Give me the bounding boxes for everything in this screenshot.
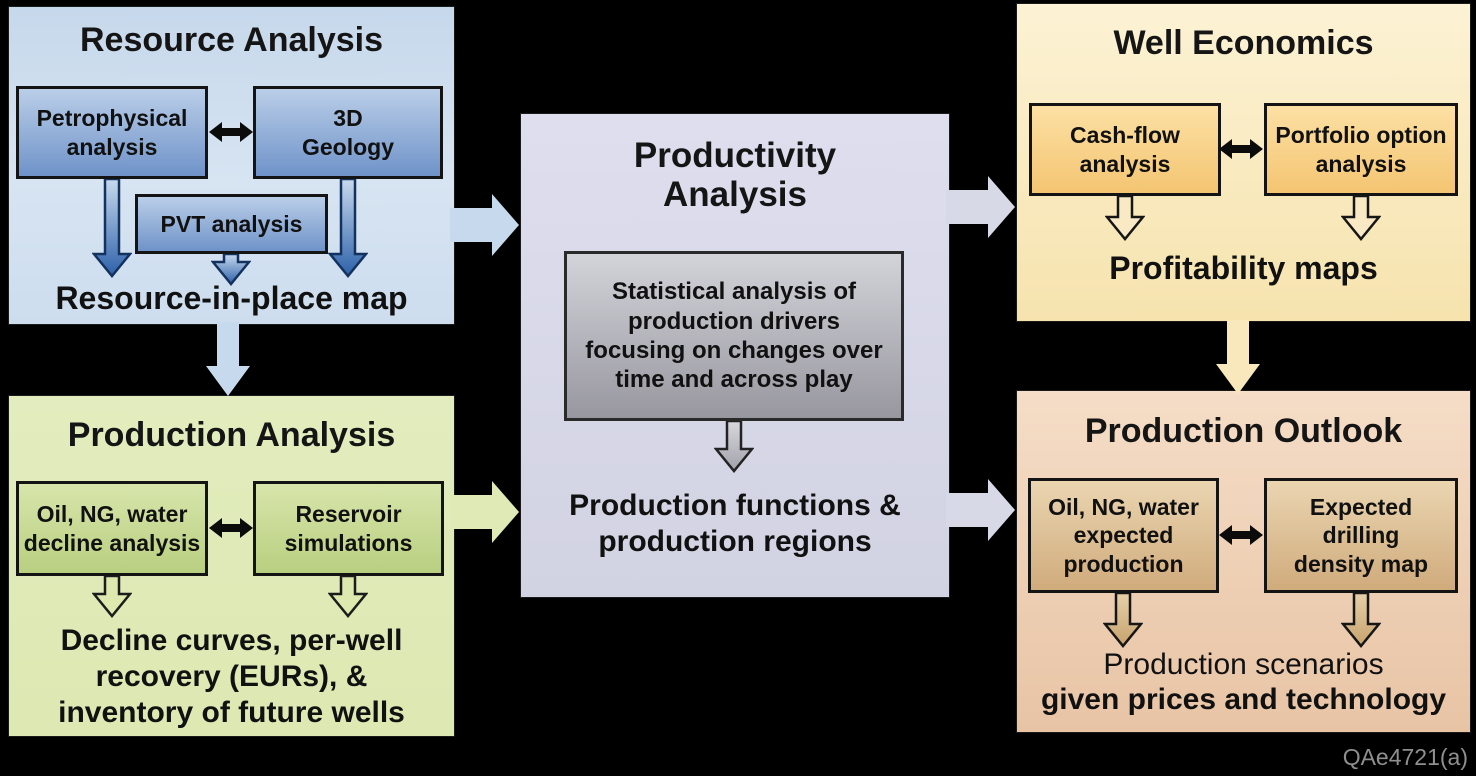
reservoir-simulations-box: Reservoir simulations	[253, 481, 444, 576]
panel-production-outlook: Production Outlook Oil, NG, water expect…	[1016, 390, 1471, 733]
arrow-right-icon	[450, 194, 519, 256]
productivity-analysis-title: Productivity Analysis	[633, 136, 837, 215]
production-outlook-title: Production Outlook	[1084, 412, 1403, 450]
expected-production-box: Oil, NG, water expected production	[1028, 478, 1219, 593]
arrow-down-icon	[1341, 196, 1381, 241]
panel-production-analysis: Production Analysis Oil, NG, water decli…	[8, 395, 455, 737]
arrow-down-icon	[1103, 593, 1143, 648]
outlook-output-line2: given prices and technology	[1040, 683, 1447, 716]
arrow-down-icon	[328, 179, 368, 278]
double-arrow-icon	[1219, 525, 1263, 545]
arrow-right-icon	[946, 479, 1015, 541]
double-arrow-icon	[1219, 139, 1263, 159]
portfolio-option-analysis-box: Portfolio option analysis	[1264, 103, 1458, 196]
outlook-output-line1: Production scenarios	[1103, 648, 1384, 681]
arrow-right-icon	[946, 176, 1015, 238]
3d-geology-box: 3D Geology	[253, 86, 443, 179]
well-economics-title: Well Economics	[1113, 24, 1374, 62]
drilling-density-map-box: Expected drilling density map	[1264, 478, 1458, 593]
double-arrow-icon	[209, 122, 253, 142]
cash-flow-analysis-box: Cash-flow analysis	[1029, 103, 1221, 196]
production-output-label: Decline curves, per-well recovery (EURs)…	[58, 624, 405, 729]
arrow-down-icon	[328, 576, 368, 618]
resource-output-label: Resource-in-place map	[55, 280, 408, 316]
arrow-down-icon	[1105, 196, 1145, 241]
arrow-down-icon	[714, 421, 754, 473]
double-arrow-icon	[209, 518, 253, 538]
arrow-down-icon	[92, 576, 132, 618]
statistical-analysis-box: Statistical analysis of production drive…	[564, 251, 904, 421]
arrow-down-icon	[1216, 320, 1260, 394]
productivity-output-label: Production functions & production region…	[569, 489, 901, 558]
panel-resource-analysis: Resource Analysis Petrophysical analysis…	[8, 6, 455, 325]
arrow-down-icon	[92, 179, 132, 278]
petrophysical-analysis-box: Petrophysical analysis	[16, 86, 208, 179]
decline-analysis-box: Oil, NG, water decline analysis	[16, 481, 208, 576]
arrow-down-icon	[1341, 593, 1381, 648]
arrow-down-icon	[211, 254, 251, 286]
pvt-analysis-box: PVT analysis	[135, 194, 328, 254]
arrow-right-icon	[450, 481, 519, 543]
arrow-down-icon	[206, 322, 250, 396]
resource-analysis-title: Resource Analysis	[80, 21, 383, 59]
panel-productivity-analysis: Productivity Analysis Statistical analys…	[520, 113, 950, 598]
panel-well-economics: Well Economics Cash-flow analysis Portfo…	[1016, 3, 1471, 322]
production-analysis-title: Production Analysis	[67, 416, 396, 454]
figure-code-label: QAe4721(a)	[1342, 744, 1468, 770]
well-economics-output-label: Profitability maps	[1109, 250, 1378, 286]
